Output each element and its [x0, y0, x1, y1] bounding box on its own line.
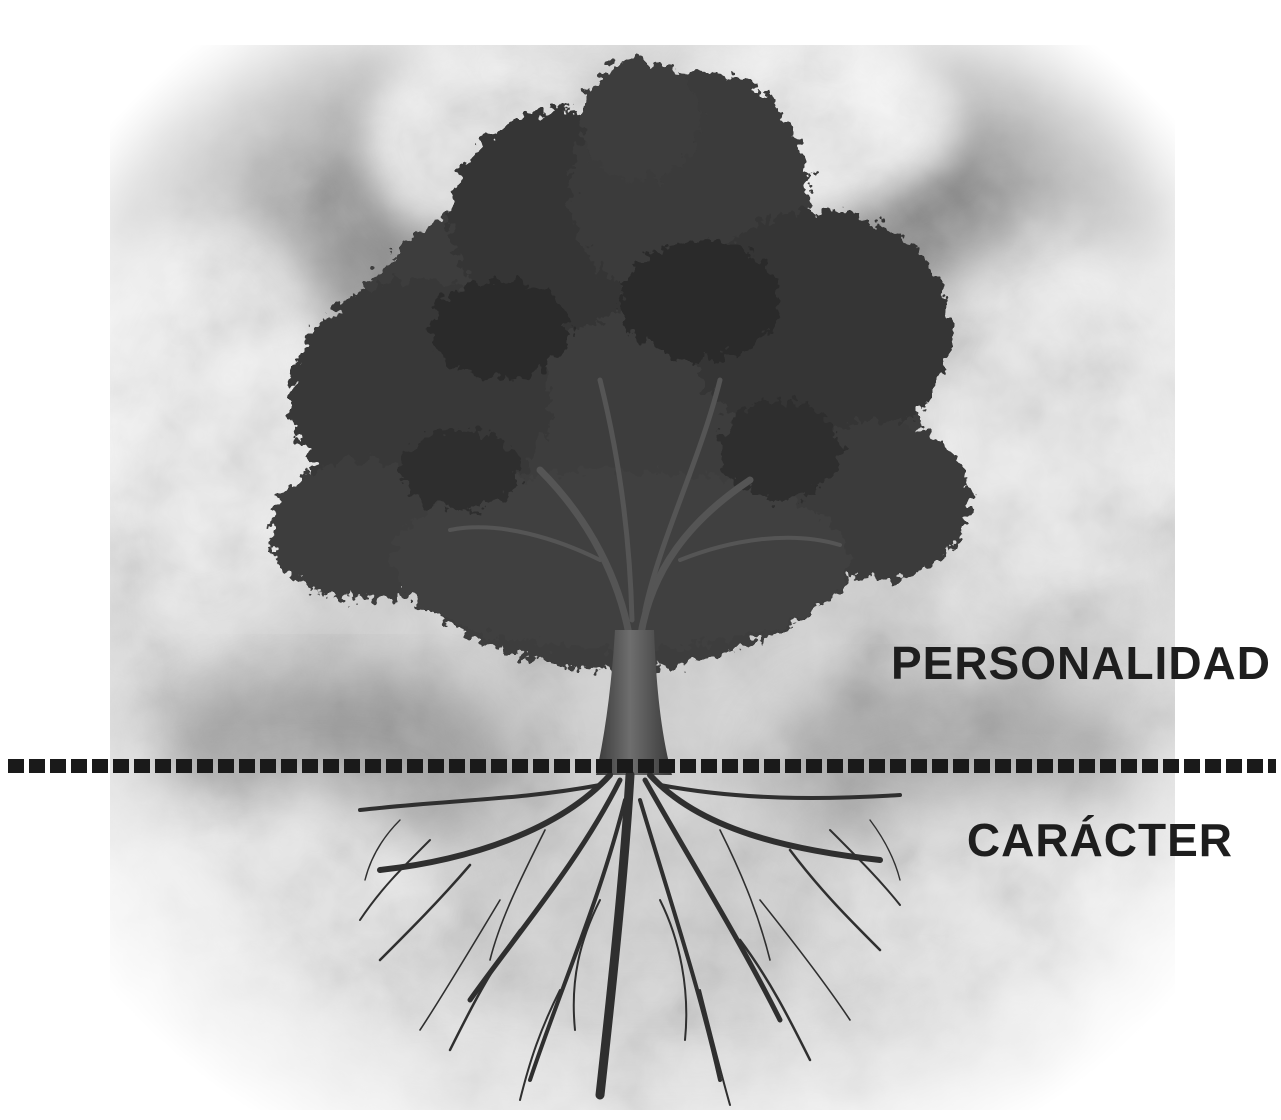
- label-personality: PERSONALIDAD: [891, 636, 1271, 690]
- label-character: CARÁCTER: [967, 813, 1233, 867]
